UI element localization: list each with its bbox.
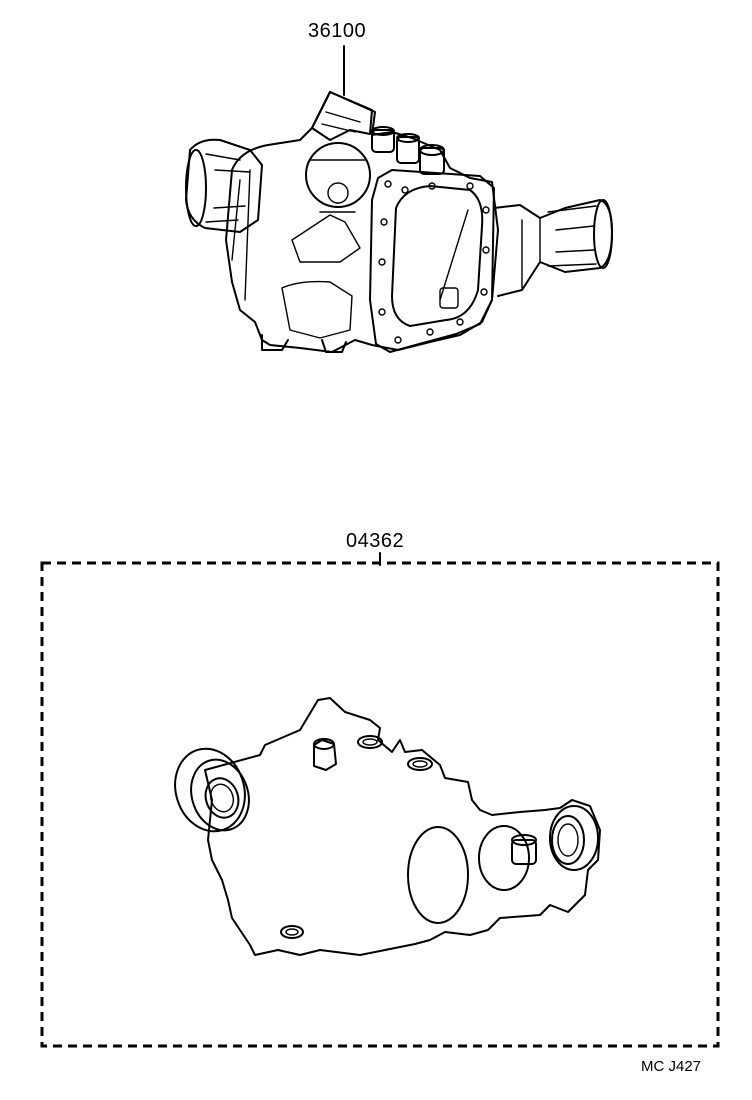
transfer-assembly-illustration (185, 91, 613, 353)
gasket-kit-illustration (174, 697, 601, 956)
figure-code: MC J427 (641, 1058, 702, 1075)
part-number-lower: 04362 (346, 530, 405, 552)
kit-dashed-box (40, 561, 720, 1048)
part-number-upper: 36100 (308, 20, 367, 42)
